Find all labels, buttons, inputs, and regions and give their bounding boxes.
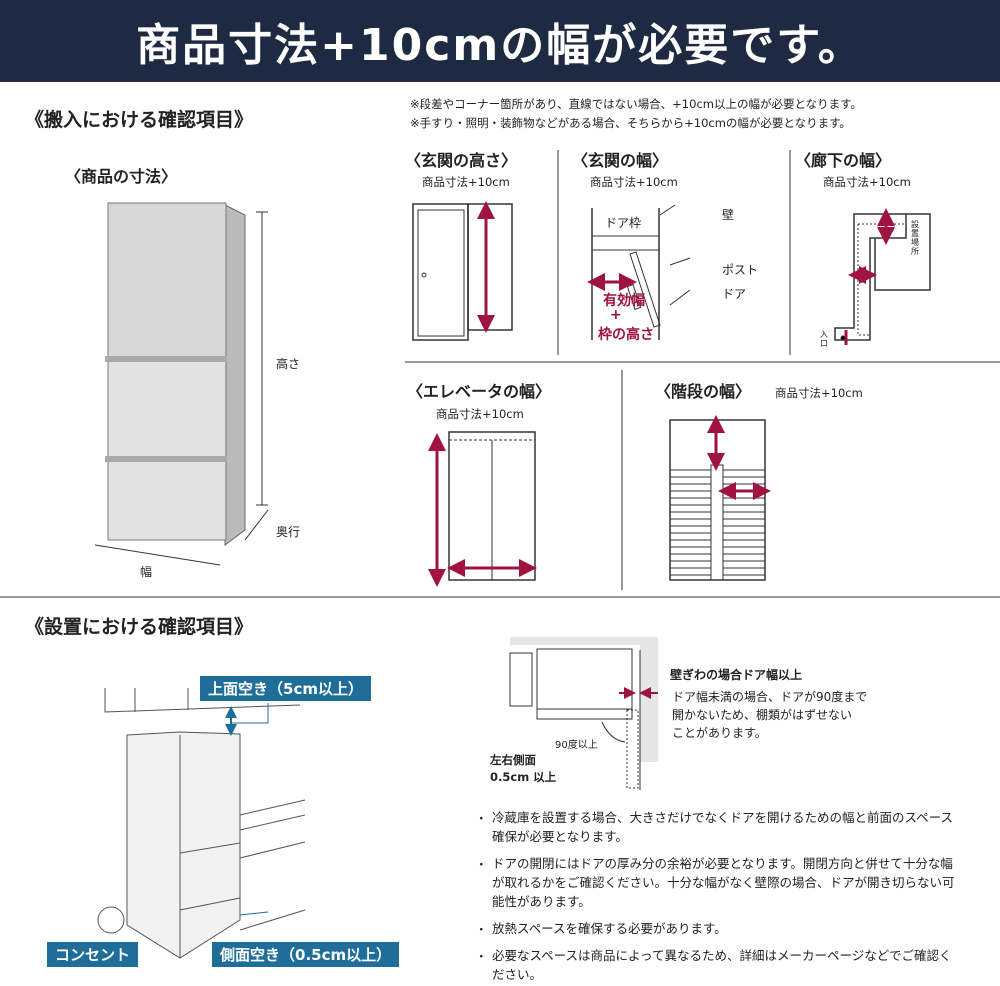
elevator-title: 〈エレベータの幅〉 <box>407 382 552 401</box>
wall-side-desc: ドア幅未満の場合、ドアが90度まで <box>672 690 868 704</box>
bullet-text: ドアの開閉にはドアの厚み分の余裕が必要となります。開閉方向と併せて十分な幅が取れ… <box>492 856 955 909</box>
wall-label: 壁 <box>722 208 735 222</box>
entry-label: 入口 <box>820 330 828 348</box>
fridge-illustration <box>94 202 269 566</box>
install-location-label: 設置場所 <box>911 220 919 256</box>
installation-illustration <box>97 688 306 959</box>
wall-side-desc: 開かないため、棚類がはずせない <box>672 708 853 722</box>
top-view-diagram <box>509 637 658 790</box>
door-label: ドア <box>722 287 747 301</box>
frame-height-label: 枠の高さ <box>598 327 654 343</box>
entrance-height-diagram <box>412 201 513 341</box>
angle-label: 90度以上 <box>555 740 598 751</box>
entrance-width-sub: 商品寸法+10cm <box>590 175 678 189</box>
bullet-item: ・必要なスペースは商品によって異なるため、詳細はメーカーページなどでご確認くださ… <box>475 946 962 984</box>
effective-width-label: 有効幅 <box>603 293 645 309</box>
install-section-title: 《設置における確認項目》 <box>25 616 254 638</box>
door-frame-label: ドア枠 <box>605 216 642 230</box>
wall-side-title: 壁ぎわの場合ドア幅以上 <box>670 668 803 682</box>
elevator-diagram <box>428 431 537 587</box>
entrance-width-title: 〈玄関の幅〉 <box>572 151 669 170</box>
page-title: 商品寸法+10cmの幅が必要です。 <box>0 0 1000 82</box>
post-label: ポスト <box>722 263 759 277</box>
side-gap-text: 左右側面 <box>490 753 536 767</box>
hallway-sub: 商品寸法+10cm <box>823 175 911 189</box>
bullet-item: ・放熱スペースを確保する必要があります。 <box>475 919 962 938</box>
height-label: 高さ <box>276 357 301 371</box>
note: ※手すり・照明・装飾物などがある場合、そちらから+10cmの幅が必要となります。 <box>410 116 851 130</box>
stairs-sub: 商品寸法+10cm <box>775 386 863 400</box>
bullet-list: ・冷蔵庫を設置する場合、大きさだけでなくドアを開けるための幅と前面のスペース確保… <box>475 808 962 984</box>
bullet-item: ・ドアの開閉にはドアの厚み分の余裕が必要となります。開閉方向と併せて十分な幅が取… <box>475 854 962 911</box>
delivery-section-title: 《搬入における確認項目》 <box>25 109 254 131</box>
hallway-title: 〈廊下の幅〉 <box>795 151 892 170</box>
wall-side-desc: ことがあります。 <box>672 726 767 740</box>
bullet-text: 放熱スペースを確保する必要があります。 <box>492 921 727 936</box>
width-label: 幅 <box>140 565 153 579</box>
entrance-width-diagram <box>587 204 691 340</box>
outlet-label: コンセント <box>45 940 141 969</box>
entrance-height-title: 〈玄関の高さ〉 <box>405 151 518 170</box>
side-gap-value: 0.5cm 以上 <box>490 770 557 784</box>
entrance-height-sub: 商品寸法+10cm <box>422 175 510 189</box>
bullet-text: 必要なスペースは商品によって異なるため、詳細はメーカーページなどでご確認ください… <box>492 948 952 982</box>
bullet-item: ・冷蔵庫を設置する場合、大きさだけでなくドアを開けるための幅と前面のスペース確保… <box>475 808 962 846</box>
plus-label: + <box>610 307 622 323</box>
hallway-diagram <box>834 208 931 345</box>
top-gap-label: 上面空き（5cm以上） <box>198 674 373 703</box>
product-size-title: 〈商品の寸法〉 <box>65 167 178 186</box>
bullet-text: 冷蔵庫を設置する場合、大きさだけでなくドアを開けるための幅と前面のスペース確保が… <box>492 810 954 844</box>
stairs-diagram <box>669 415 771 581</box>
stairs-title: 〈階段の幅〉 <box>655 382 752 401</box>
depth-label: 奥行 <box>276 525 301 539</box>
elevator-sub: 商品寸法+10cm <box>436 407 524 421</box>
note: ※段差やコーナー箇所があり、直線ではない場合、+10cm以上の幅が必要となります… <box>410 97 862 111</box>
side-gap-label: 側面空き（0.5cm以上） <box>210 940 402 969</box>
